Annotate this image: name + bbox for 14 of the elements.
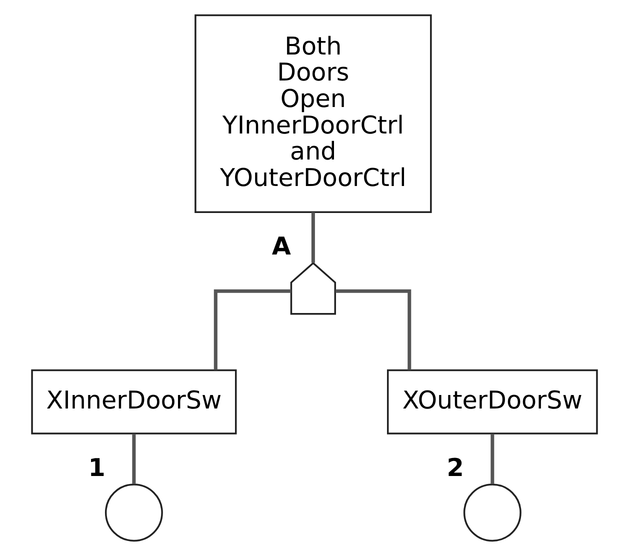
- node-label: 2: [446, 453, 464, 482]
- connector: [490, 434, 494, 484]
- node-label: 1: [88, 453, 106, 482]
- node-box: Both Doors Open YInnerDoorCtrl and YOuterDoorCtrl: [194, 14, 432, 213]
- connector: [132, 434, 136, 484]
- node-gate: [290, 262, 336, 315]
- connector: [336, 289, 412, 370]
- node-circle: [463, 484, 522, 542]
- node-box: XInnerDoorSw: [31, 369, 237, 434]
- connector: [311, 212, 315, 263]
- node-box: XOuterDoorSw: [386, 369, 598, 434]
- connector: [214, 289, 292, 370]
- node-label: A: [272, 232, 291, 261]
- node-circle: [104, 484, 163, 542]
